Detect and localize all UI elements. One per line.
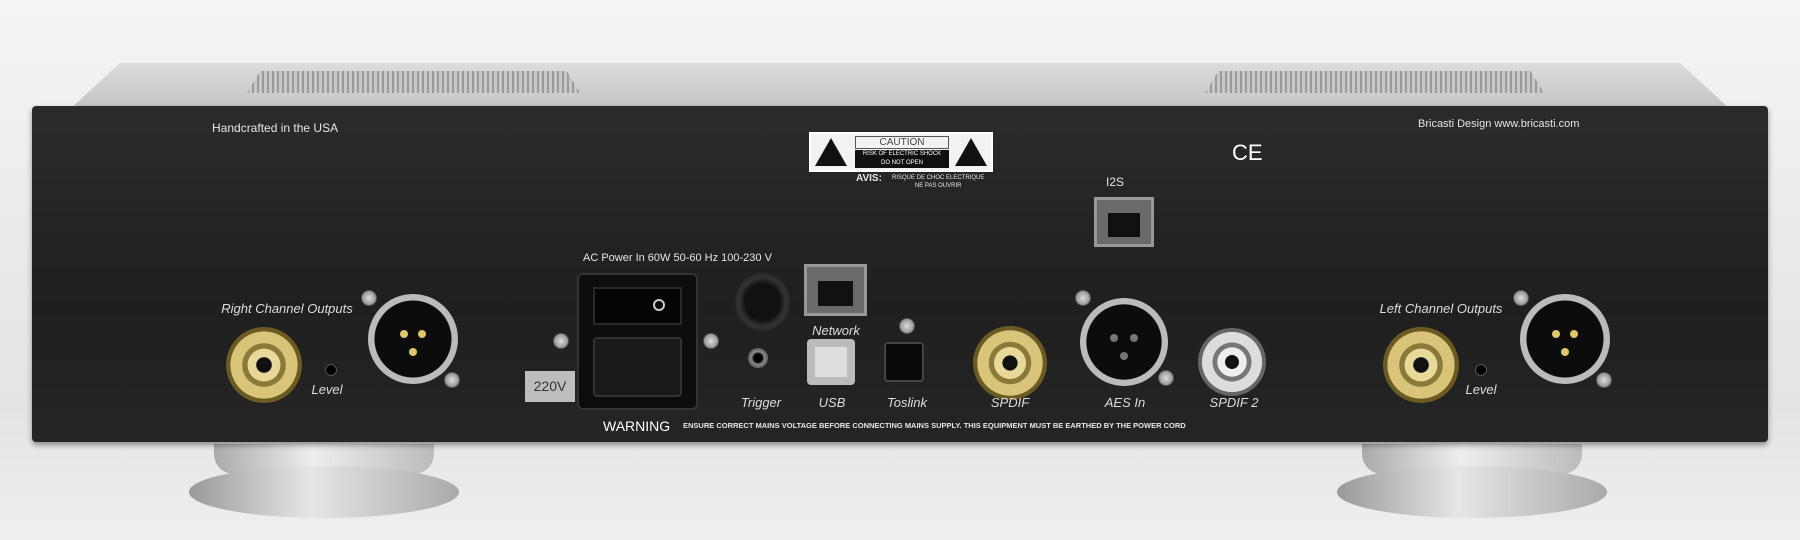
toslink-port[interactable] [884,342,924,382]
right-level-label: Level [311,382,343,397]
exclamation-warning-icon [955,138,987,166]
power-button[interactable] [735,273,790,331]
ce-mark: CE [1232,140,1263,165]
right-xlr-output[interactable] [368,294,458,384]
caution-title: CAUTION [855,136,949,149]
power-switch[interactable] [593,287,682,325]
right-rca-output[interactable] [226,327,302,403]
caution-label: CAUTION RISK OF ELECTRIC SHOCK DO NOT OPE… [809,132,993,172]
foot-left [189,444,459,524]
avis-line1: RISQUE DE CHOC ELECTRIQUE [892,175,985,181]
foot-right [1337,444,1607,524]
shock-warning-icon [815,138,847,166]
avis-label: AVIS: [856,173,882,184]
usb-port[interactable] [807,339,855,385]
iec-socket[interactable] [593,337,682,397]
left-xlr-output[interactable] [1520,294,1610,384]
spdif2-label: SPDIF 2 [1209,395,1259,410]
vent-right [1205,71,1544,93]
caution-line1: RISK OF ELECTRIC SHOCK [862,151,942,157]
voltage-tag: 220V [525,371,575,402]
brand-label: Bricasti Design www.bricasti.com [1418,118,1580,130]
network-label: Network [812,323,860,338]
i2s-port[interactable] [1094,197,1154,247]
power-spec-label: AC Power In 60W 50-60 Hz 100-230 V [583,252,772,264]
vent-left [247,71,580,93]
left-level-trim[interactable] [1475,364,1487,376]
right-outputs-title: Right Channel Outputs [221,301,353,316]
spdif2-bnc-port[interactable] [1198,328,1266,396]
warning-text: ENSURE CORRECT MAINS VOLTAGE BEFORE CONN… [683,421,1186,430]
network-port[interactable] [804,264,867,316]
left-rca-output[interactable] [1383,327,1459,403]
aes-in-port[interactable] [1080,298,1168,386]
usb-label: USB [818,395,846,410]
avis-line2: NE PAS OUVRIR [914,183,962,189]
caution-line2: DO NOT OPEN [881,160,923,166]
left-outputs-title: Left Channel Outputs [1379,301,1503,316]
toslink-label: Toslink [887,395,927,410]
trigger-jack[interactable] [748,348,768,368]
trigger-label: Trigger [740,395,782,410]
warning-label: WARNING [603,418,671,434]
right-level-trim[interactable] [325,364,337,376]
spdif-port[interactable] [973,326,1047,400]
spdif-label: SPDIF [990,395,1030,410]
i2s-label: I2S [1105,175,1125,189]
made-in-label: Handcrafted in the USA [212,121,339,135]
left-level-label: Level [1465,382,1497,397]
aes-in-label: AES In [1104,395,1146,410]
power-inlet[interactable] [577,273,698,410]
